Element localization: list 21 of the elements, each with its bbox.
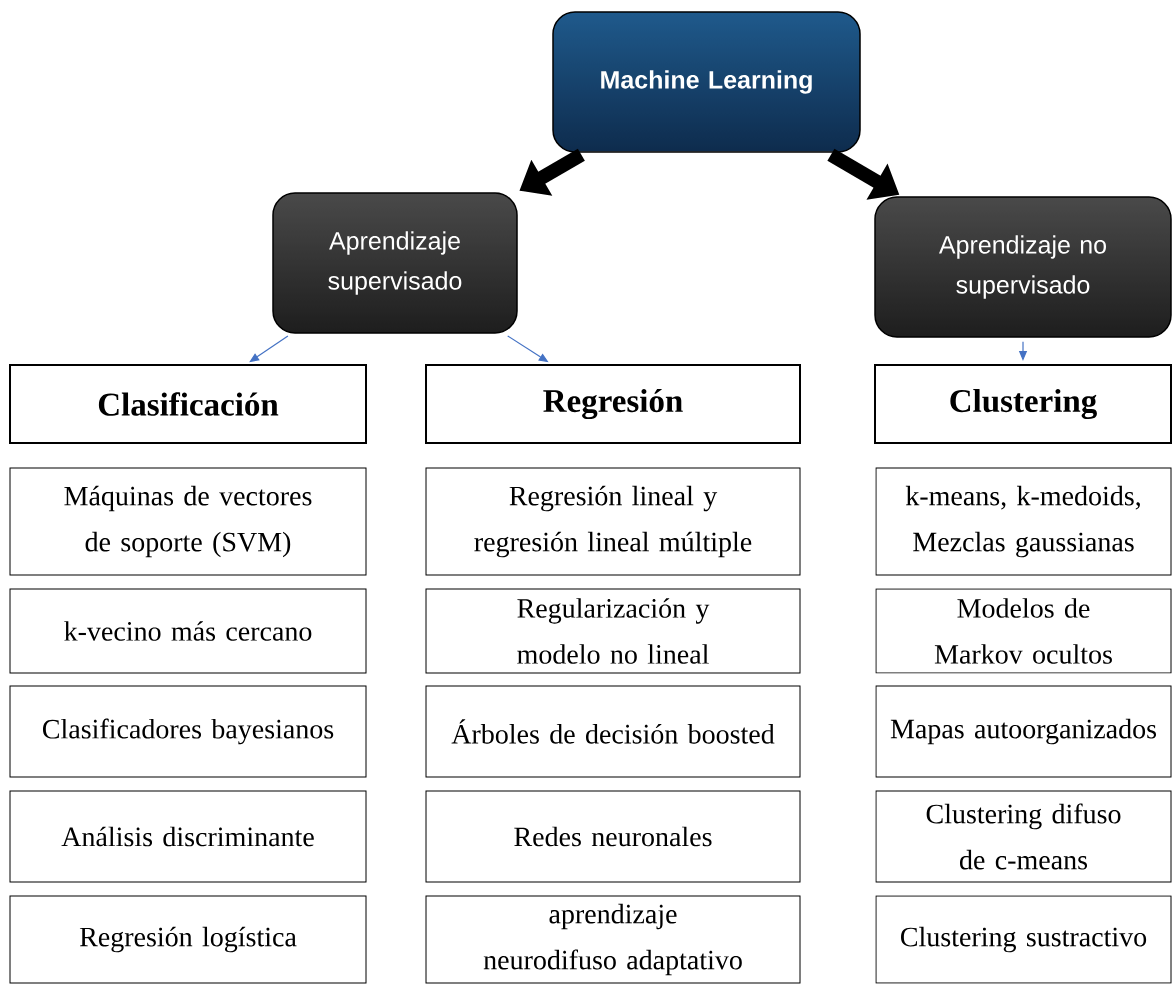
column-heading-box: Clasificación [9,364,367,444]
method-box: k-vecino más cercano [9,588,367,674]
method-box: Máquinas de vectores de soporte (SVM) [9,467,367,576]
method-box: aprendizaje neurodifuso adaptativo [425,895,801,984]
method-box: Regresión logística [9,895,367,984]
method-box: Redes neuronales [425,790,801,883]
method-box: k-means, k-medoids, Mezclas gaussianas [875,467,1172,576]
method-box: Clasificadores bayesianos [9,685,367,778]
column-heading-box: Clustering [874,364,1172,444]
category-box: Aprendizaje no supervisado [874,196,1172,338]
column-heading-box: Regresión [425,364,801,444]
method-box: Análisis discriminante [9,790,367,883]
method-box: Regresión lineal y regresión lineal múltiple [425,467,801,576]
method-box: Clustering sustractivo [875,895,1172,984]
main-topic-box: Machine Learning [552,11,861,153]
method-box: Mapas autoorganizados [875,685,1172,778]
method-box: Regularización y modelo no lineal [425,588,801,674]
category-box: Aprendizaje supervisado [272,192,518,334]
method-box: Árboles de decisión boosted [425,685,801,778]
method-box: Clustering difuso de c-means [875,790,1172,883]
method-box: Modelos de Markov ocultos [875,588,1172,674]
